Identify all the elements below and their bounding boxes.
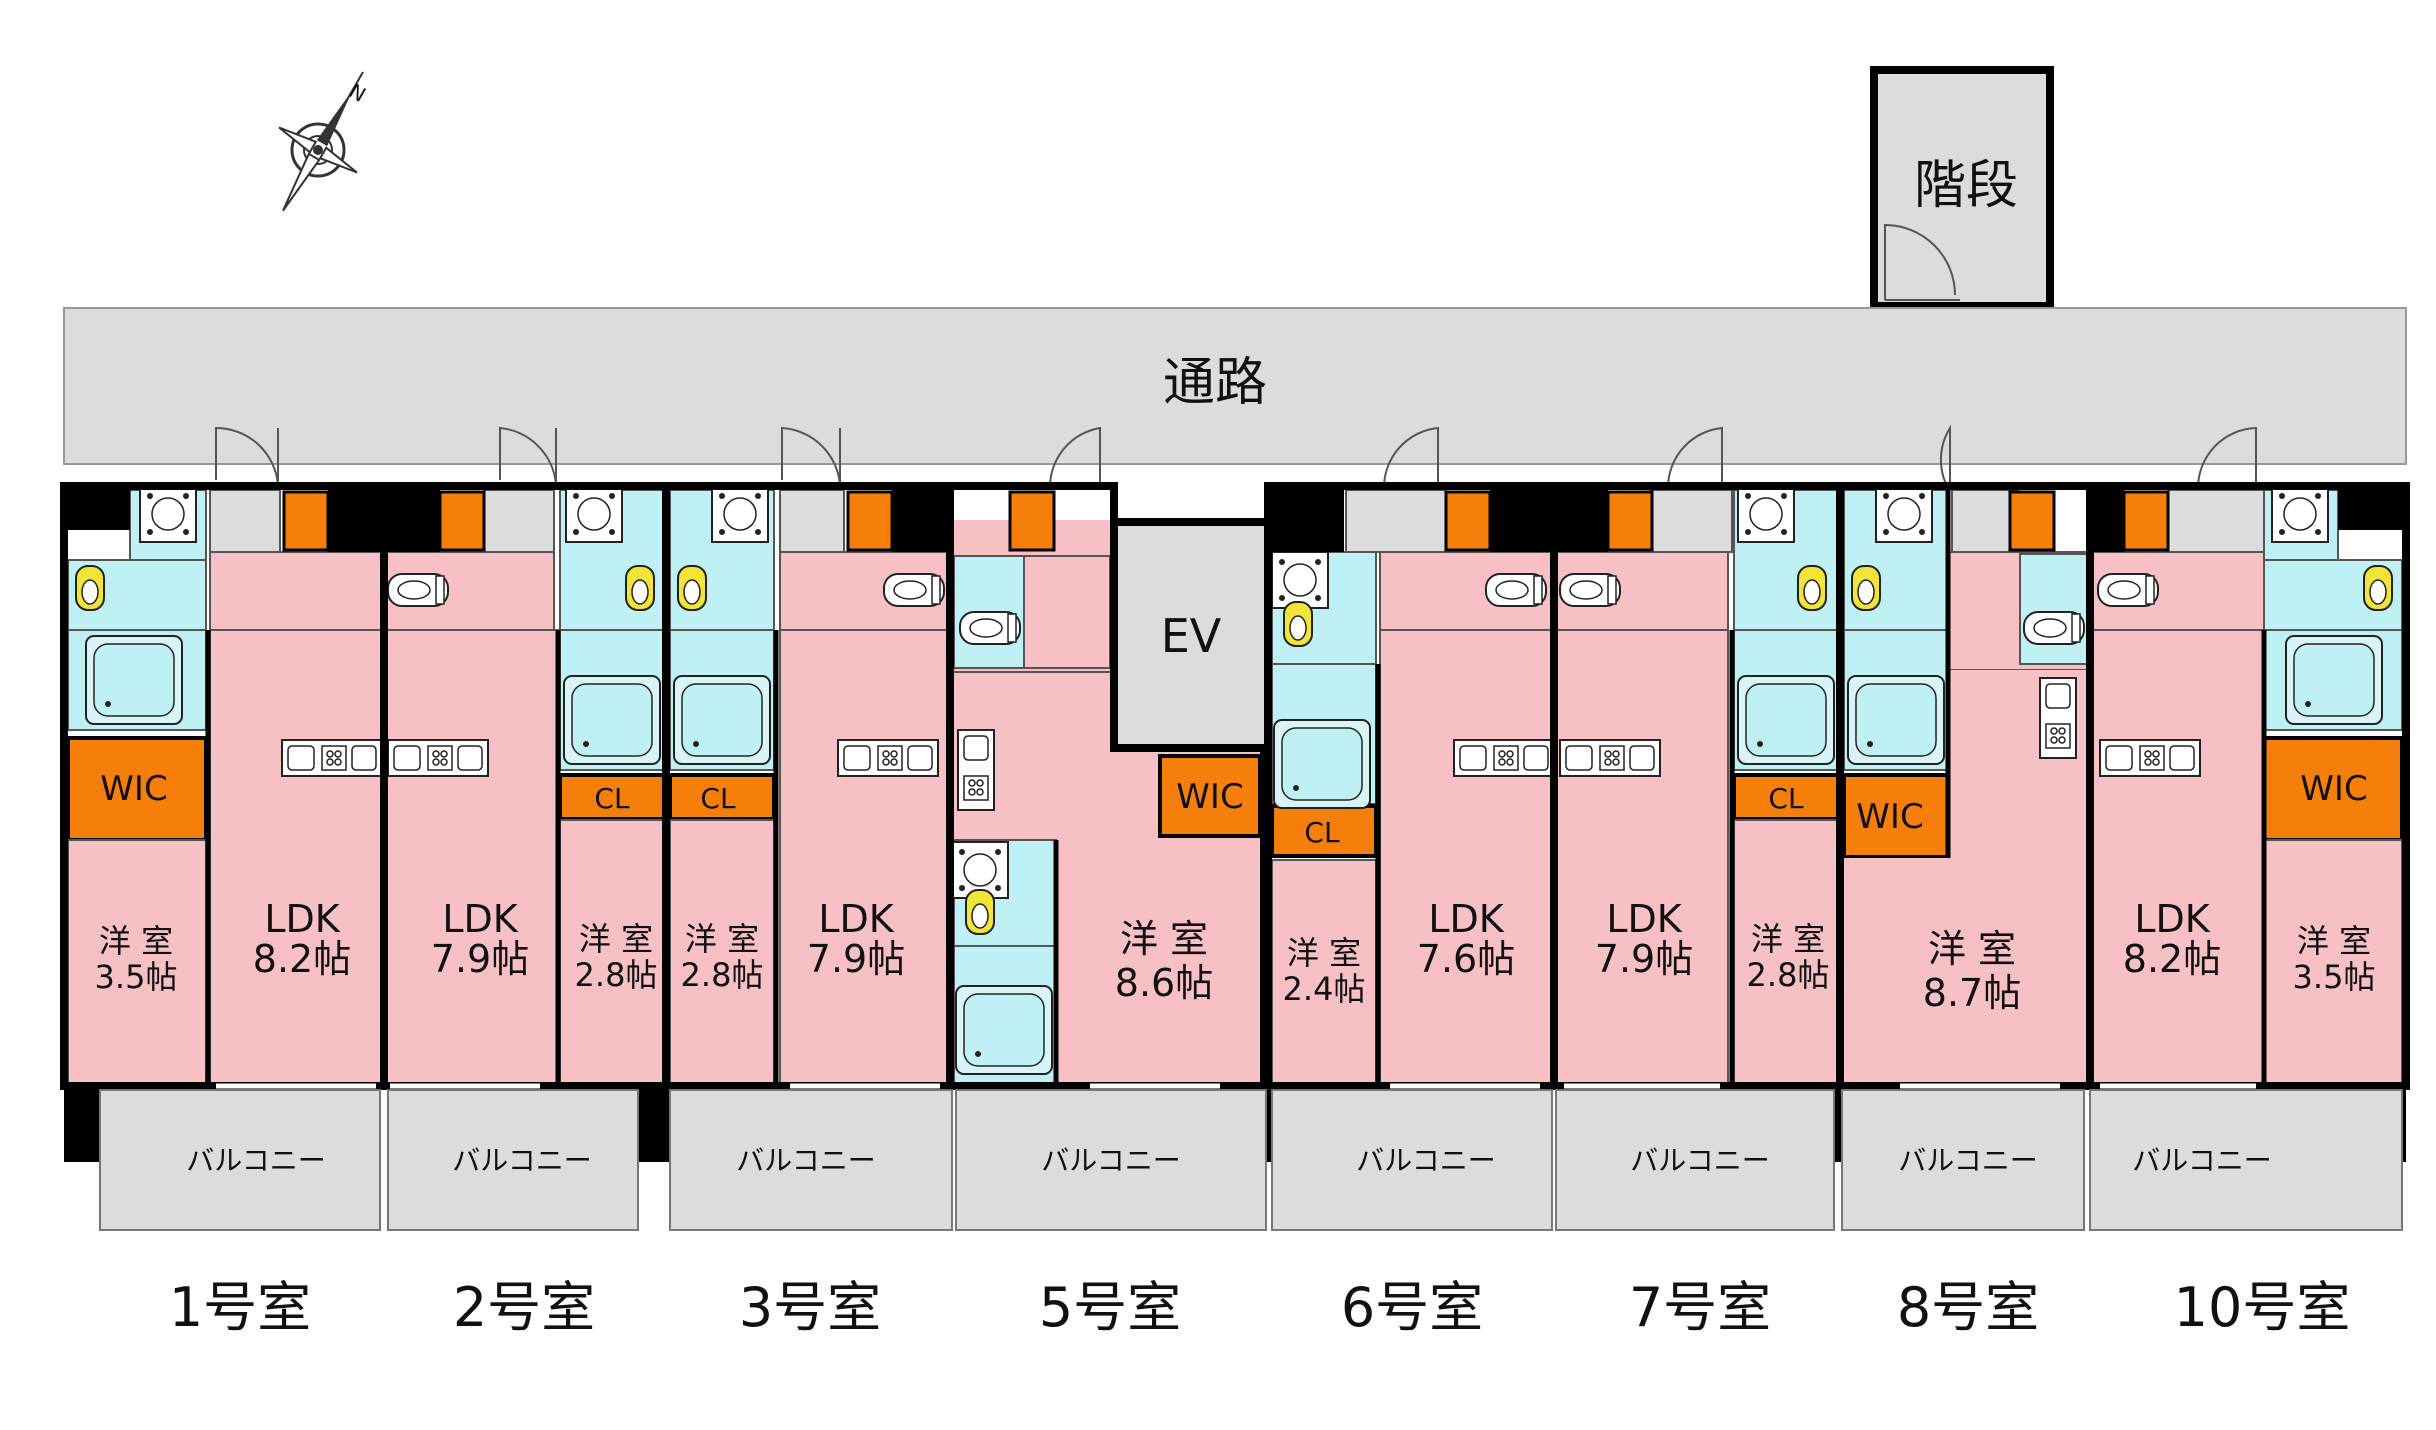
unit-8-western-size: 8.7帖 (1923, 971, 2021, 1015)
unit-8-western-label: 洋 室 (1928, 927, 2016, 971)
unit-2-storage: CL (594, 782, 630, 815)
entry-doors (215, 424, 2257, 489)
unit-6-ldk-size: 7.6帖 (1417, 937, 1515, 981)
unit-7-ldk-size: 7.9帖 (1595, 937, 1693, 981)
unit-5-storage: WIC (1176, 777, 1243, 817)
unit-5-name: 5号室 (1039, 1276, 1181, 1339)
unit-6-storage: CL (1304, 816, 1340, 849)
unit-3-western-label: 洋 室 (685, 920, 759, 958)
unit-6-name: 6号室 (1341, 1276, 1483, 1339)
unit-2: CL LDK 7.9帖 洋 室 2.8帖 (380, 482, 670, 1162)
unit-2-ldk-label: LDK (442, 897, 518, 941)
unit-2-name: 2号室 (453, 1276, 595, 1339)
unit-10-western-label: 洋 室 (2297, 922, 2371, 960)
unit-5-western-label: 洋 室 (1120, 917, 1208, 961)
unit-1-storage: WIC (100, 769, 167, 809)
unit-2-western-size: 2.8帖 (575, 956, 658, 994)
balcony-label-5: バルコニー (1041, 1144, 1180, 1177)
unit-7-ldk-label: LDK (1606, 897, 1682, 941)
unit-10-western-size: 3.5帖 (2293, 958, 2376, 996)
unit-10: WIC LDK 8.2帖 洋 室 3.5帖 (2086, 482, 2410, 1162)
compass-north-label: N (345, 79, 370, 107)
compass-icon: N (278, 71, 370, 212)
unit-8-name: 8号室 (1897, 1276, 2039, 1339)
unit-7-western-label: 洋 室 (1751, 920, 1825, 958)
unit-6-ldk-label: LDK (1428, 897, 1504, 941)
balcony-label-7: バルコニー (1630, 1144, 1769, 1177)
unit-8: WIC 洋 室 8.7帖 (1800, 482, 2094, 1162)
unit-2-ldk-size: 7.9帖 (431, 937, 529, 981)
unit-10-ldk-size: 8.2帖 (2123, 937, 2221, 981)
unit-3-western-size: 2.8帖 (681, 956, 764, 994)
unit-6-western-size: 2.4帖 (1283, 970, 1366, 1008)
unit-names: 1号室 2号室 3号室 5号室 6号室 7号室 8号室 10号室 (169, 1276, 2351, 1339)
corridor: 通路 (63, 307, 2407, 465)
unit-7-western-size: 2.8帖 (1747, 956, 1830, 994)
unit-2-western-label: 洋 室 (579, 920, 653, 958)
stairs: 階段 (1870, 66, 2054, 310)
unit-10-storage: WIC (2300, 769, 2367, 809)
balcony-label-10: バルコニー (2132, 1144, 2271, 1177)
stairs-label: 階段 (1914, 156, 2018, 216)
balcony-label-8: バルコニー (1898, 1144, 2037, 1177)
unit-7: CL LDK 7.9帖 洋 室 2.8帖 (1550, 482, 1844, 1162)
unit-8-storage: WIC (1856, 797, 1923, 837)
unit-7-name: 7号室 (1629, 1276, 1771, 1339)
unit-3: CL 洋 室 2.8帖 LDK 7.9帖 (662, 482, 954, 1090)
unit-6-western-label: 洋 室 (1287, 934, 1361, 972)
unit-3-storage: CL (700, 782, 736, 815)
balcony-label-3: バルコニー (736, 1144, 875, 1177)
unit-1: WIC 洋 室 3.5帖 LDK 8.2帖 (60, 482, 388, 1162)
unit-1-ldk-label: LDK (264, 897, 340, 941)
unit-5-western-size: 8.6帖 (1115, 961, 1213, 1005)
balconies: バルコニー バルコニー バルコニー バルコニー バルコニー バルコニー バルコニ… (99, 1089, 2403, 1231)
unit-3-ldk-size: 7.9帖 (807, 937, 905, 981)
unit-1-western-size: 3.5帖 (95, 958, 178, 996)
unit-6: CL 洋 室 2.4帖 LDK 7.6帖 (1264, 482, 1558, 1090)
balcony-label-6: バルコニー (1356, 1144, 1495, 1177)
unit-1-western-label: 洋 室 (99, 922, 173, 960)
balcony-label-1: バルコニー (186, 1144, 325, 1177)
unit-1-name: 1号室 (169, 1276, 311, 1339)
unit-10-ldk-label: LDK (2134, 897, 2210, 941)
balcony-label-2: バルコニー (452, 1144, 591, 1177)
unit-7-storage: CL (1768, 782, 1804, 815)
unit-3-name: 3号室 (739, 1276, 881, 1339)
unit-10-name: 10号室 (2174, 1276, 2351, 1339)
elevator: EV (1110, 518, 1272, 752)
unit-1-ldk-size: 8.2帖 (253, 937, 351, 981)
unit-3-ldk-label: LDK (818, 897, 894, 941)
elevator-label: EV (1161, 609, 1222, 663)
corridor-label: 通路 (1163, 353, 1267, 413)
